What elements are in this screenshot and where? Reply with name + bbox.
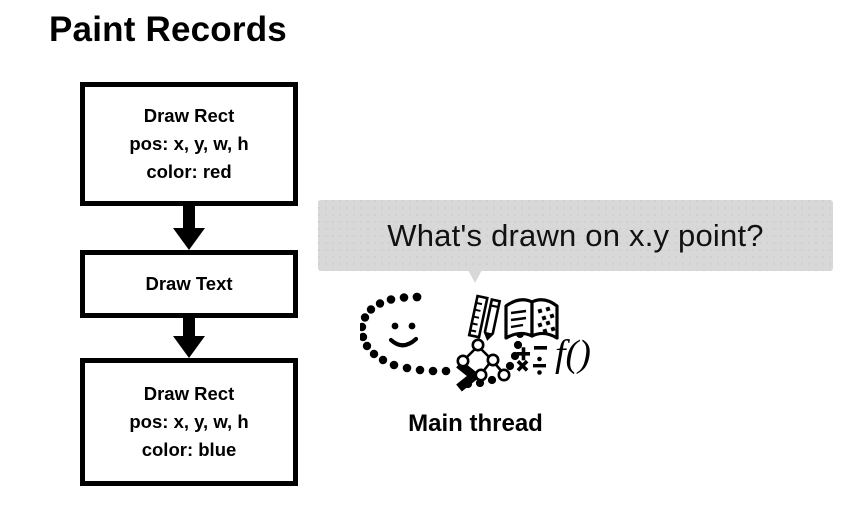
record-line: Draw Rect [143, 383, 235, 404]
record-line: color: red [146, 161, 232, 182]
arrow-box1-to-box2-icon [168, 206, 210, 250]
record-line: Draw Text [145, 273, 233, 294]
math-operators-icon [516, 346, 547, 375]
smiley-face-icon [388, 322, 419, 348]
record-line: pos: x, y, w, h [129, 411, 249, 432]
pencil-icon [483, 298, 502, 341]
arrow-head [173, 336, 205, 358]
svg-text:f(): f() [555, 333, 590, 375]
open-book-icon [504, 298, 559, 340]
arrow-stem [183, 206, 195, 230]
arrow-box2-to-box3-icon [168, 318, 210, 358]
paint-record-box-draw-rect-blue: Draw Rect pos: x, y, w, h color: blue [80, 358, 298, 486]
record-line: pos: x, y, w, h [129, 133, 249, 154]
arrow-head [173, 228, 205, 250]
ruler-icon [467, 294, 489, 339]
main-thread-illustration: f() [360, 288, 590, 398]
node-tree-icon [456, 338, 511, 382]
main-thread-label: Main thread [408, 410, 543, 437]
question-text: What's drawn on x.y point? [387, 217, 764, 253]
page-title: Paint Records [49, 10, 287, 49]
function-notation-icon: f() [555, 333, 590, 375]
paint-record-box-draw-text: Draw Text [80, 250, 298, 318]
chevron-arrow-icon [456, 360, 482, 392]
speech-bubble-tail-icon [468, 270, 482, 283]
question-speech-bubble: What's drawn on x.y point? [318, 200, 833, 271]
arrow-stem [183, 318, 195, 338]
paint-record-box-draw-rect-red: Draw Rect pos: x, y, w, h color: red [80, 82, 298, 206]
record-line: color: blue [141, 439, 237, 460]
record-line: Draw Rect [143, 105, 235, 126]
